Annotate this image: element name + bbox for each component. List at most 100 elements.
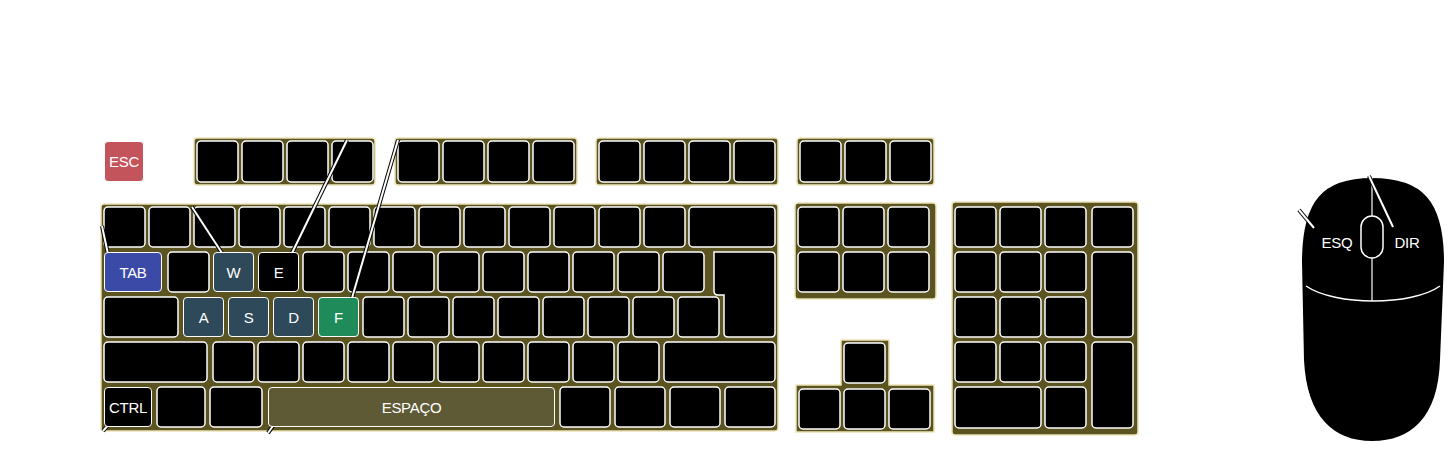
blank-key [498,297,539,337]
blank-key [1045,252,1086,292]
blank-key [888,207,929,247]
blank-key [845,141,886,182]
blank-key [149,207,190,247]
leader-line [1369,176,1393,227]
blank-key [554,207,595,247]
blank-key [890,141,931,182]
blank-key [689,141,730,182]
scroll-wheel [1361,216,1383,258]
ctrl-key: CTRL [104,387,152,427]
blank-key [678,297,719,337]
key-label: CTRL [109,400,147,415]
key-group [395,138,577,185]
blank-key [844,343,885,383]
leader-line [1299,210,1314,228]
leader-line [102,226,108,254]
blank-key [618,252,659,292]
key-groups [101,138,1138,435]
blank-key [303,252,344,292]
blank-key [1045,297,1086,337]
key-label: S [244,310,254,325]
blank-key [197,141,238,182]
blank-key [664,342,775,382]
blank-key [644,207,685,247]
blank-key [398,141,439,182]
key-label: ESPAÇO [382,400,442,415]
blank-key [464,207,505,247]
blank-key [303,342,344,382]
mouse-illustration [1301,177,1445,442]
key-label: TAB [119,265,146,280]
key-group [952,202,1138,435]
leader-line [292,140,347,253]
mouse-button-line [1306,286,1440,301]
key-group [796,340,934,432]
blank-key [799,389,840,429]
blank-key [843,207,884,247]
blank-key [443,141,484,182]
e-key: E [258,252,299,292]
blank-key [889,389,930,429]
blank-key [104,342,207,382]
key-label: ESC [109,154,139,169]
blank-key [408,297,449,337]
key-label: E [274,265,284,280]
blank-key [1000,342,1041,382]
key-label: A [199,310,209,325]
blank-key [955,387,1041,428]
key-label: DIR [1395,235,1420,250]
blank-key [363,297,404,337]
blank-key [843,252,884,292]
blank-key [644,141,685,182]
blank-key [483,252,524,292]
blank-key [588,297,629,337]
s-key: S [228,297,269,337]
enter-key [714,252,775,337]
f-key: F [318,297,359,337]
blank-key [374,207,415,247]
blank-key [798,252,839,292]
blank-key [509,207,550,247]
blank-key [1000,207,1041,247]
blank-key [1000,297,1041,337]
blank-key [1092,342,1133,428]
blank-key [955,252,996,292]
key-label: D [288,310,299,325]
key-group [101,204,778,431]
blank-key [393,342,434,382]
blank-key [633,297,674,337]
blank-key [663,252,704,292]
key-group [797,138,934,185]
blank-key [242,141,283,182]
blank-key [168,252,209,292]
blank-key [329,207,370,247]
blank-key [104,207,145,247]
blank-key [157,387,205,427]
blank-key [453,297,494,337]
blank-key [488,141,529,182]
blank-key [104,297,178,337]
blank-key [1045,207,1086,247]
blank-key [798,207,839,247]
leader-line [192,207,222,253]
blank-key [348,342,389,382]
blank-key [483,342,524,382]
blank-key [618,342,659,382]
blank-keys [104,141,1133,429]
key-group [596,138,778,185]
blank-key [615,387,665,427]
blank-key [573,342,614,382]
blank-key [955,297,996,337]
blank-key [1092,252,1133,337]
blank-key [599,141,640,182]
blank-key [213,342,254,382]
blank-key [543,297,584,337]
blank-key [800,141,841,182]
w-key: W [213,252,254,292]
blank-key [419,207,460,247]
blank-key [844,389,885,429]
key-group [795,203,936,299]
key-label: W [227,265,241,280]
